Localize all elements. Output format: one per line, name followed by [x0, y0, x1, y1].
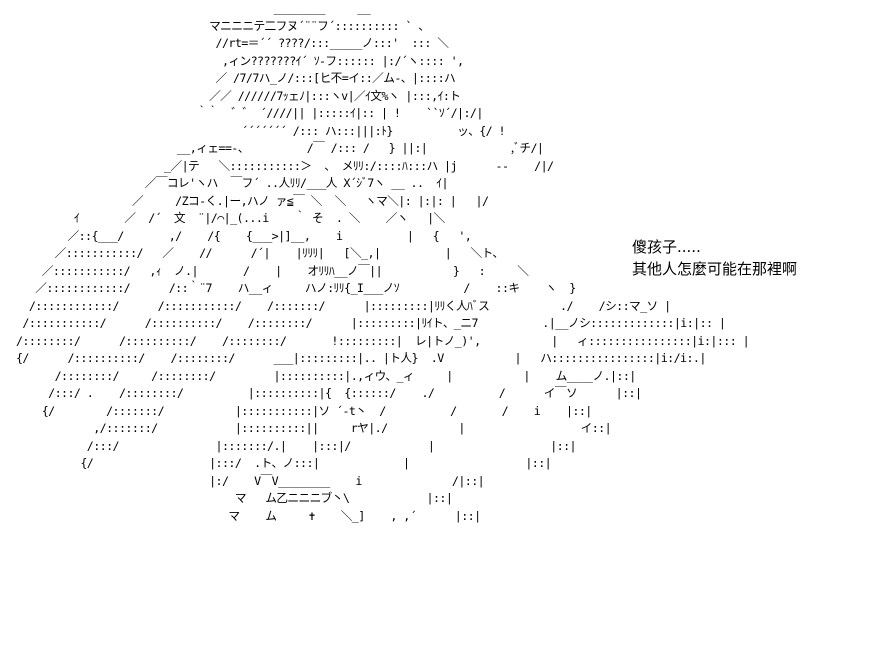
art-line: マ ム ✝ ＼_] , ,´ |::|	[16, 508, 481, 523]
art-line: ／￣コレ'ヽハ ￣フ´ ..人ﾘﾘ/___人 X´ｼﾞ7ヽ __ .. ｲ|	[16, 176, 449, 190]
art-line: //rt=＝´´ ????/:::_____ノ:::' ::: ＼	[16, 36, 449, 50]
art-line: ／::::::::::::/ /::｀¨7 ハ__ィ ハノ:ﾘﾘ{_I___ノｿ…	[16, 281, 576, 295]
caption-line-1: 傻孩子.....	[632, 238, 701, 256]
art-line: /::::::::/ /::::::::::/ /::::::::/ !::::…	[16, 333, 750, 348]
art-line: ´´´´´´´ /::: ハ:::|||:ﾄ} ッ、{/ !	[16, 123, 505, 138]
art-line: ／:::::::::::/ ,ｨ ノ.| / | オﾘﾘﾊ__ノ￣|| } : …	[16, 263, 529, 278]
art-line: ________ __	[16, 1, 371, 15]
art-line: ｀｀ ゛゛ ´////|| |:::::ｲ|:: | ! ``ｿ´/|:/|	[16, 106, 483, 120]
art-line: マニニニテ二フヌ´¨¨フ´:::::::::: ` 、	[16, 18, 430, 33]
art-line: {/ /::::::::::/ /::::::::/ ___|:::::::::…	[16, 351, 706, 365]
art-line: ／:::::::::::/ ／ // /´| |ﾘﾘﾘ| [＼_,| | ＼ト、	[16, 246, 505, 260]
art-line: ／ /7/7ハ_ノ/:::[ヒ不=イ::／ム‐、|::::ハ	[16, 71, 456, 85]
art-line: {/ /:::::::/ |:::::::::::|ソ ´‐t丶 / / / i…	[16, 403, 593, 418]
art-line: マ ム乙ニニニブ丶\ |::|	[16, 491, 453, 505]
art-line: _／|テ ＼:::::::::::＞ 、 メﾘﾘ:/::::ﾊ:::ハ |j ‐…	[16, 158, 554, 173]
ascii-art-figure: ________ __ マニニニテ二フヌ´¨¨フ´:::::::::: ` 、 …	[16, 0, 750, 525]
art-line: __,ィェ==‐、 /￣ /::: / } ||:| ,ﾞチ/|	[16, 141, 544, 155]
art-line: /::::::::/ /::::::::/ |::::::::::|.,ィウ、_…	[16, 368, 637, 383]
art-line: /:::/ . /::::::::/ |::::::::::|{ {::::::…	[16, 386, 642, 400]
art-line: ／ /Zコ‐く.|ー,ハノ ァ≦￣ ＼ ＼ ヽマ＼|: |:|: | |/	[16, 193, 489, 208]
caption-line-2: 其他人怎麼可能在那裡啊	[632, 260, 798, 278]
art-line: /:::/ |:::::::/.| |:::|/ | |::|	[16, 438, 577, 453]
art-line: |:/ V￣V________ i /|::|	[16, 473, 485, 488]
art-line: {/ |:::/ .ト、ノ:::| | |::|	[16, 456, 552, 470]
art-line: /::::::::::::/ /:::::::::::/ /:::::::/ |…	[16, 298, 671, 313]
art-line: ／::{___/ ,/ /{ {___>|]__, i | { ',	[16, 228, 472, 243]
art-line: /:::::::::::/ /::::::::::/ /::::::::/ |:…	[16, 316, 726, 330]
speech-caption: 傻孩子..... 其他人怎麼可能在那裡啊	[632, 236, 797, 280]
art-line: ,ィン???????ｲ´ ｿ‐フ:::::: |:/´ヽ:::: ',	[16, 53, 464, 68]
art-line: ,/:::::::/ |::::::::::|| rヤ|./ | イ::|	[16, 421, 612, 435]
art-line: ｲ ／ /´ 文 ¨|/⌒|_(...i ｀ そ . ＼ ／ヽ |＼	[16, 211, 445, 225]
art-line: ／／ //////7ｯェﾉ|:::ヽv|／ｲ文%ヽ |:::,ｲ:ト	[16, 88, 461, 103]
